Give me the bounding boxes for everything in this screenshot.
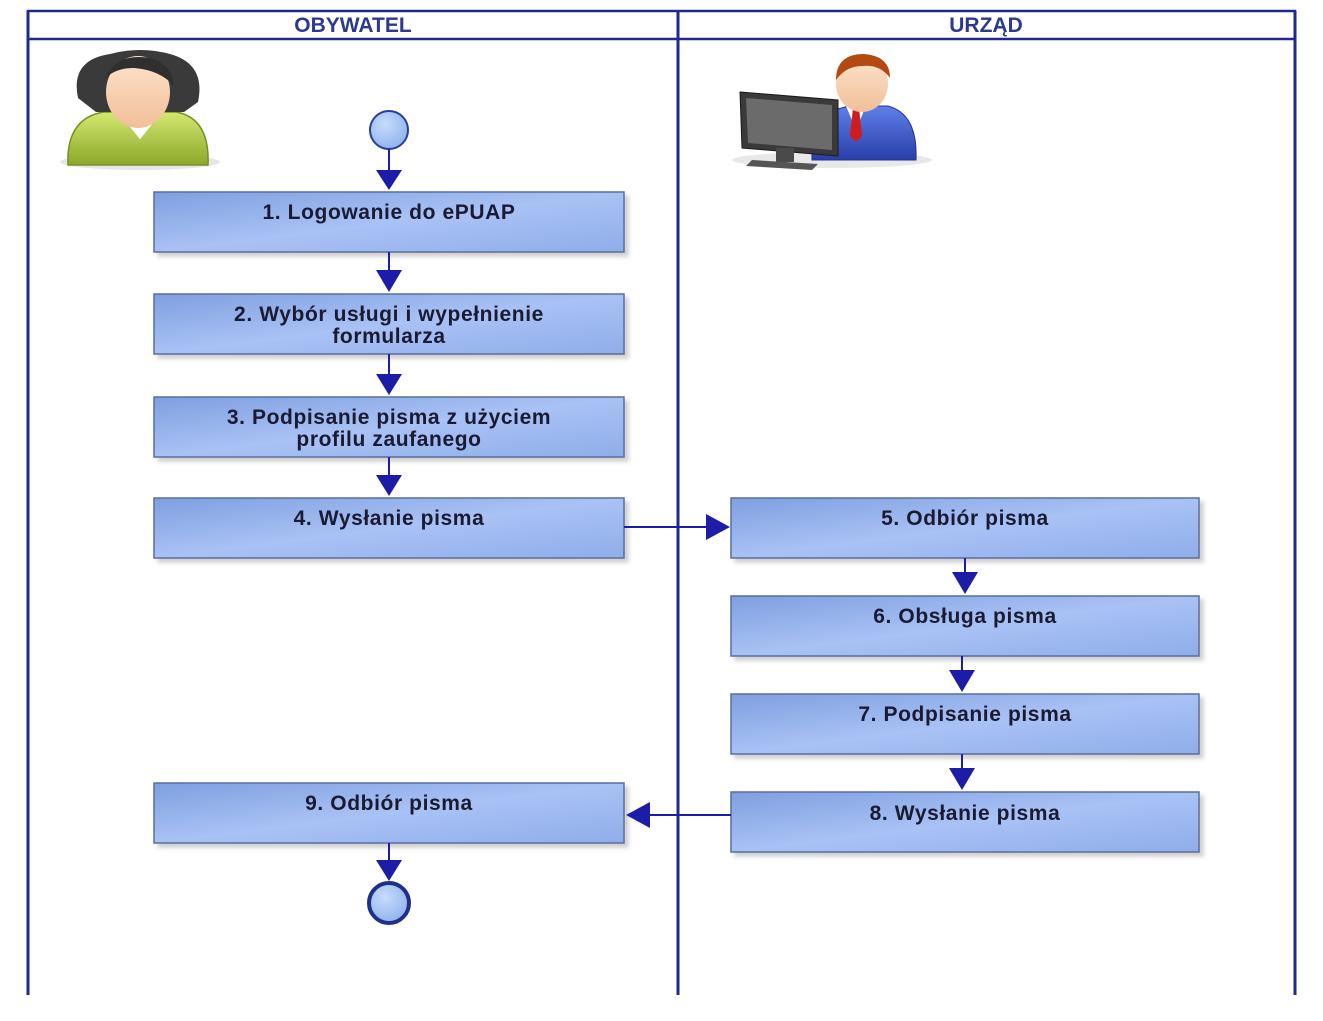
- step-label: 4. Wysłanie pisma: [294, 507, 485, 530]
- connectors: [376, 149, 978, 881]
- step-label: 2. Wybór usługi i wypełnienie: [234, 303, 544, 326]
- arrow-5-to-6: [952, 558, 978, 594]
- step-box-1: 1. Logowanie do ePUAP: [153, 191, 625, 253]
- office-clerk-computer-icon: [732, 54, 932, 170]
- step-label: 9. Odbiór pisma: [305, 792, 473, 815]
- step-label: 7. Podpisanie pisma: [858, 703, 1071, 726]
- step-label-line2: formularza: [332, 325, 445, 348]
- lane-title-urzad: URZĄD: [949, 14, 1023, 37]
- lane-title-obywatel: OBYWATEL: [294, 14, 412, 37]
- step-label-line2: profilu zaufanego: [296, 428, 481, 451]
- step-box-4: 4. Wysłanie pisma: [153, 497, 625, 559]
- step-label: 1. Logowanie do ePUAP: [263, 201, 516, 224]
- arrow-3-to-4: [376, 457, 402, 496]
- arrow-7-to-8: [949, 754, 975, 790]
- step-box-5: 5. Odbiór pisma: [730, 497, 1200, 559]
- step-label: 6. Obsługa pisma: [873, 605, 1057, 628]
- arrow-8-to-9: [626, 802, 731, 828]
- step-box-9: 9. Odbiór pisma: [153, 782, 625, 844]
- swimlane-frame: OBYWATEL URZĄD: [26, 9, 1297, 995]
- end-event: [367, 881, 411, 925]
- arrow-2-to-3: [376, 354, 402, 395]
- arrow-4-to-5: [624, 514, 730, 540]
- step-box-3: 3. Podpisanie pisma z użyciem profilu za…: [153, 396, 625, 458]
- step-box-7: 7. Podpisanie pisma: [730, 693, 1200, 755]
- arrow-6-to-7: [949, 656, 975, 692]
- step-box-2: 2. Wybór usługi i wypełnienie formularza: [153, 293, 625, 355]
- step-label: 3. Podpisanie pisma z użyciem: [227, 406, 551, 429]
- arrow-1-to-2: [376, 252, 402, 292]
- step-label: 5. Odbiór pisma: [881, 507, 1049, 530]
- arrow-start-to-1: [376, 149, 402, 190]
- citizen-avatar-icon: [60, 50, 220, 170]
- step-box-8: 8. Wysłanie pisma: [730, 791, 1200, 853]
- step-label: 8. Wysłanie pisma: [870, 802, 1061, 825]
- arrow-9-to-end: [376, 843, 402, 881]
- step-box-6: 6. Obsługa pisma: [730, 595, 1200, 657]
- lane-header-bar: [26, 9, 1297, 41]
- start-event: [369, 110, 409, 150]
